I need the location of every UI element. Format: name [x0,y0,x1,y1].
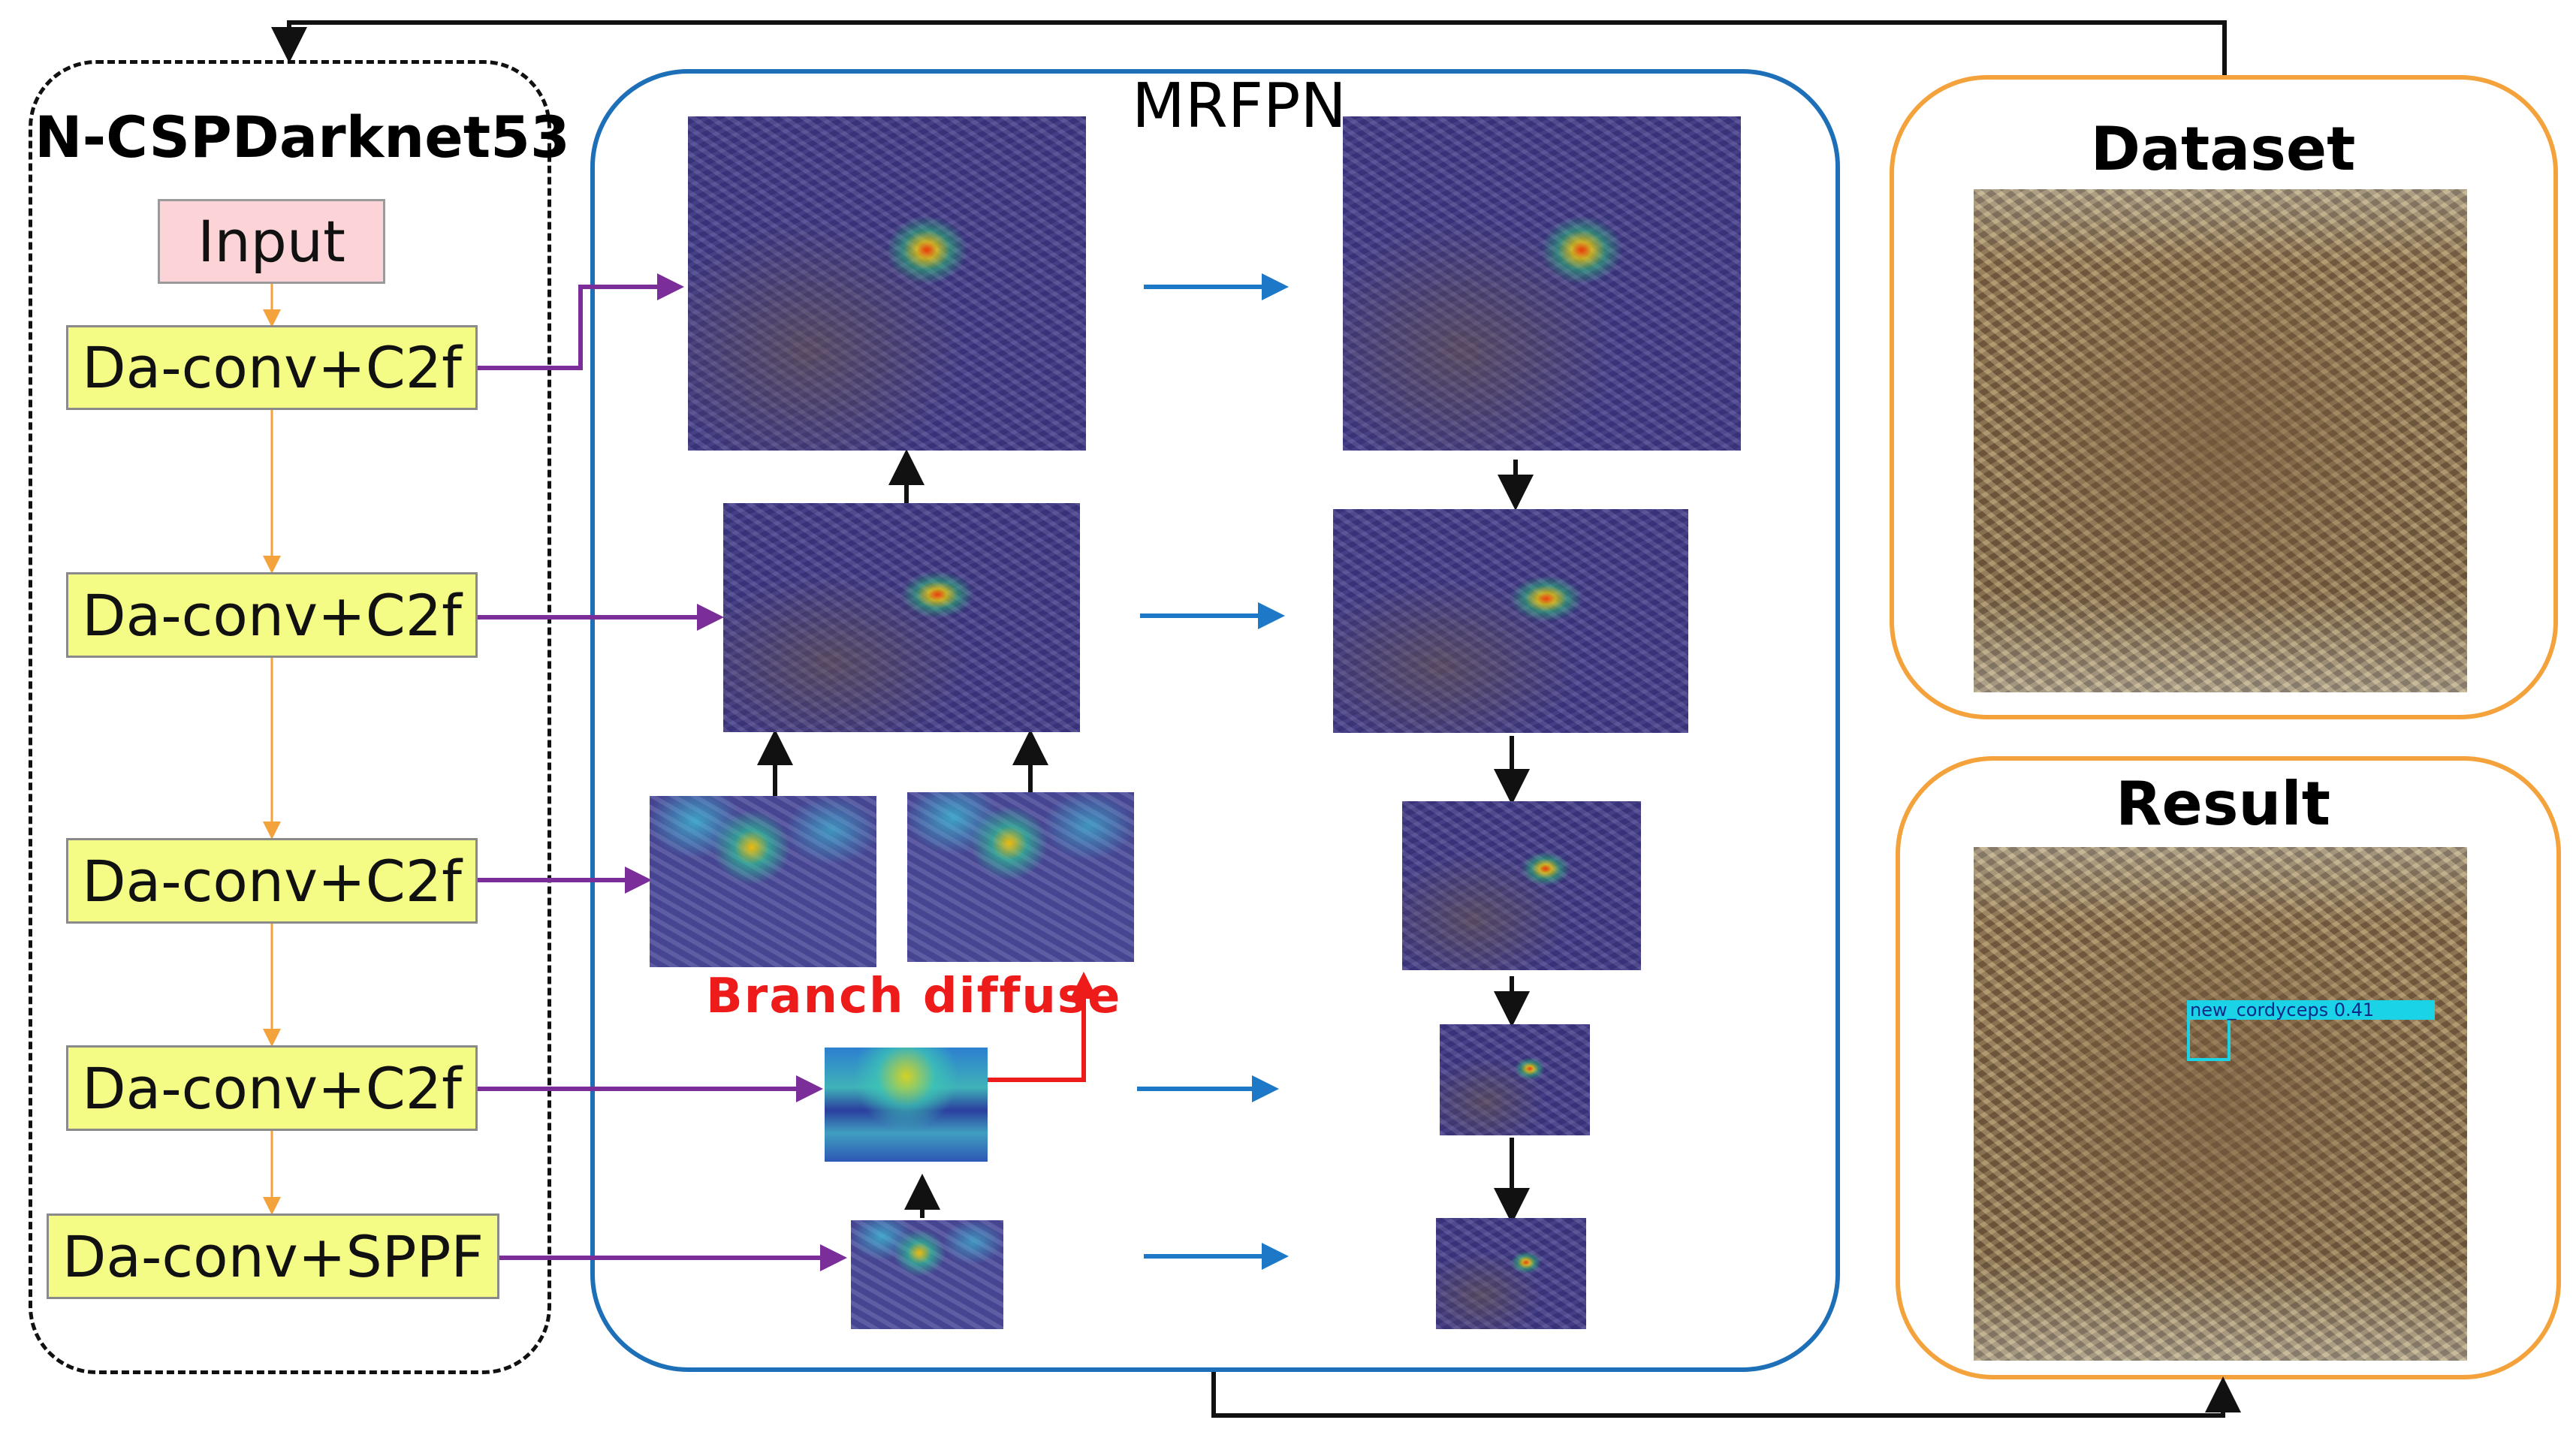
feature-map [825,1048,988,1162]
feature-map [1440,1024,1590,1135]
feature-map [723,503,1080,732]
backbone-block: Da-conv+SPPF [47,1213,499,1299]
branch-diffuse-label: Branch diffuse [706,969,1122,1024]
backbone-block: Da-conv+C2f [66,838,478,924]
backbone-block: Da-conv+C2f [66,1045,478,1131]
backbone-block: Da-conv+C2f [66,572,478,658]
feedback-arrow-top [271,20,2227,75]
dataset-frame [1890,75,2558,719]
feature-map [1343,116,1741,451]
output-arrow-bottom [1211,1372,2241,1418]
result-image: new_cordyceps 0.41 [1974,847,2467,1361]
feature-map [1436,1218,1586,1329]
dataset-title: Dataset [2090,114,2356,184]
backbone-link-arrow [478,273,684,370]
mrfpn-title: MRFPN [1132,71,1347,142]
feature-map [907,792,1134,962]
mrfpn-frame [590,69,1840,1372]
feature-map [688,116,1086,451]
detection-label: new_cordyceps 0.41 [2187,999,2435,1020]
feature-map [1402,801,1641,970]
backbone-title: N-CSPDarknet53 [35,104,570,170]
backbone-block: Da-conv+C2f [66,325,478,410]
branch-diffuse-arrow [986,972,1097,1082]
result-title: Result [2115,769,2331,839]
feature-map [650,796,876,967]
input-block: Input [158,199,385,284]
feature-map [1333,509,1688,733]
feature-map [851,1220,1003,1329]
dataset-image [1974,189,2467,692]
